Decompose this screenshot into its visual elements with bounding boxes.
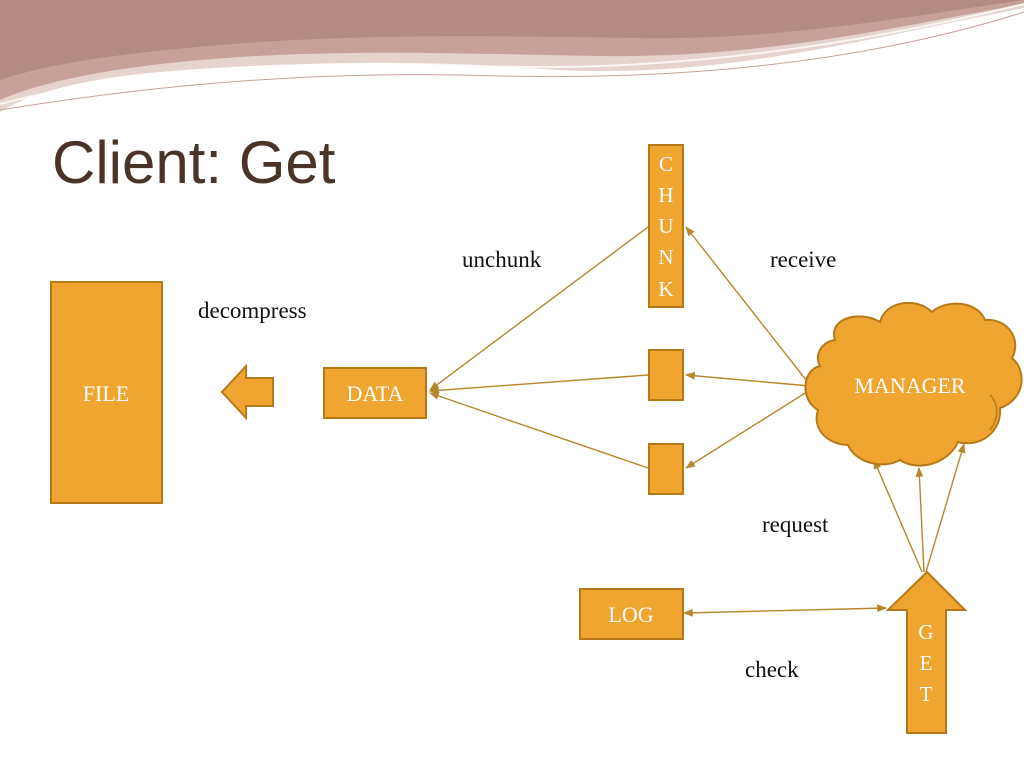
arrow-manager-to-chunk: [685, 226, 811, 386]
chunk-letter: K: [658, 277, 673, 301]
arrow-chunk-to-data: [429, 226, 649, 391]
chunk-letter: N: [658, 245, 673, 269]
arrow-block2-to-data: [429, 374, 649, 395]
arrow-get-to-manager-3: [925, 443, 966, 573]
decompress-label: decompress: [198, 298, 307, 323]
arrow-log-get: [683, 604, 887, 617]
left-arrow-shape: [220, 363, 274, 421]
chunk-letter: C: [659, 152, 673, 176]
receive-label: receive: [770, 247, 837, 272]
arrow-manager-to-block3: [685, 389, 811, 469]
connectors: [429, 226, 966, 617]
file-label: FILE: [83, 381, 129, 406]
request-label: request: [762, 512, 829, 537]
chunk-letter: U: [658, 214, 673, 238]
data-box: [323, 367, 427, 419]
arrow-block3-to-data: [429, 392, 649, 469]
file-box: [50, 281, 163, 504]
get-up-arrow: [885, 570, 968, 734]
header-swoosh: [0, 0, 1024, 112]
log-label: LOG: [608, 602, 653, 627]
data-label: DATA: [347, 381, 404, 406]
get-letter: T: [920, 682, 933, 706]
arrow-get-to-manager-1: [873, 459, 923, 573]
slide-title: Client: Get: [52, 129, 336, 196]
arrow-get-to-manager-2: [915, 467, 925, 573]
log-box: [579, 588, 684, 640]
arrow-manager-to-block2: [685, 371, 811, 387]
chunk-letter: H: [658, 183, 673, 207]
chunk-box: [648, 144, 684, 308]
chunk-block-2: [648, 349, 684, 401]
get-letter: E: [920, 651, 933, 675]
get-letter: G: [918, 620, 933, 644]
unchunk-label: unchunk: [462, 247, 542, 272]
manager-cloud: [804, 302, 1023, 467]
check-label: check: [745, 657, 799, 682]
chunk-block-3: [648, 443, 684, 495]
manager-label: MANAGER: [854, 373, 966, 398]
